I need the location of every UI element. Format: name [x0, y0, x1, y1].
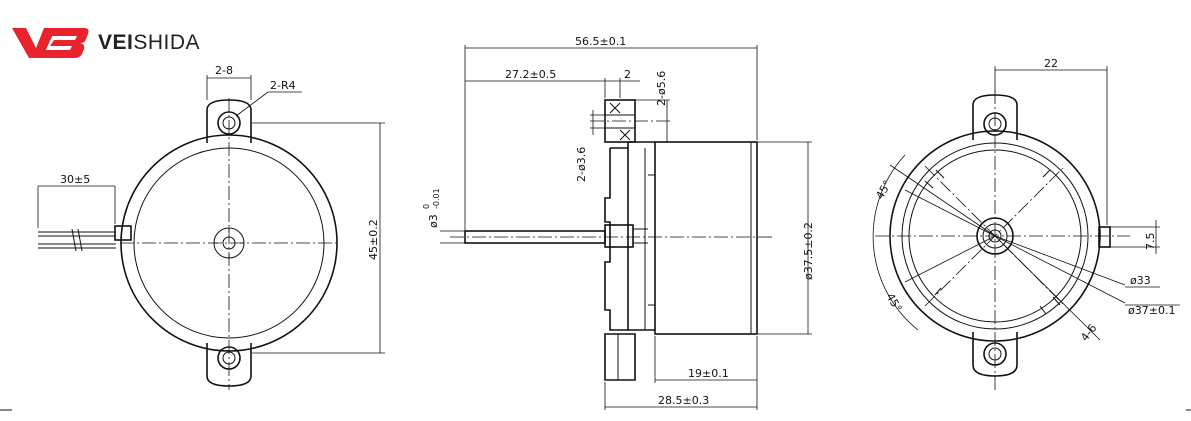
dim-shaft-dia: ø3	[427, 214, 440, 228]
dim-pin-holes: 2-ø3.6	[575, 147, 588, 182]
dim-body-length: 19±0.1	[688, 367, 729, 380]
dim-gear-holes: 2-ø5.6	[655, 71, 668, 106]
dim-lead-length: 30±5	[60, 173, 90, 186]
rear-view: 22 45° 45° 7.5 ø33 ø37±0.1 4-6	[872, 57, 1180, 390]
dim-slots: 4-6	[1078, 322, 1099, 344]
dim-tab-height: 7.5	[1144, 233, 1157, 251]
front-view: 2-8 2-R4 30±5 45±0.2	[37, 64, 385, 390]
dim-pcd-inner: ø33	[1130, 274, 1151, 287]
dim-body-dia: ø37.5±0.2	[802, 222, 815, 280]
dim-height: 45±0.2	[367, 219, 380, 260]
dim-pcd-outer: ø37±0.1	[1128, 304, 1175, 317]
veishida-logo-mark	[12, 28, 89, 58]
brand-logo: VEISHIDA	[12, 26, 200, 60]
dim-shaft-tol-upper: 0	[422, 204, 431, 209]
dim-overall-length: 56.5±0.1	[575, 35, 626, 48]
dim-hole-offset: 22	[1044, 57, 1058, 70]
dim-angle-bottom: 45°	[883, 291, 904, 314]
dim-flange: 2	[624, 68, 631, 81]
dim-shaft-tol-lower: -0.01	[432, 188, 441, 209]
brand-name: VEISHIDA	[98, 31, 201, 54]
dim-shaft-extension: 27.2±0.5	[505, 68, 556, 81]
dim-base-length: 28.5±0.3	[658, 394, 709, 407]
side-view: 56.5±0.1 27.2±0.5 2 2-ø5.6 2-ø3.6 ø3 0 -…	[422, 35, 815, 410]
dim-lug-width: 2-8	[215, 64, 233, 77]
dim-lug-radius: 2-R4	[270, 79, 296, 92]
dim-angle-top: 45°	[873, 178, 894, 201]
